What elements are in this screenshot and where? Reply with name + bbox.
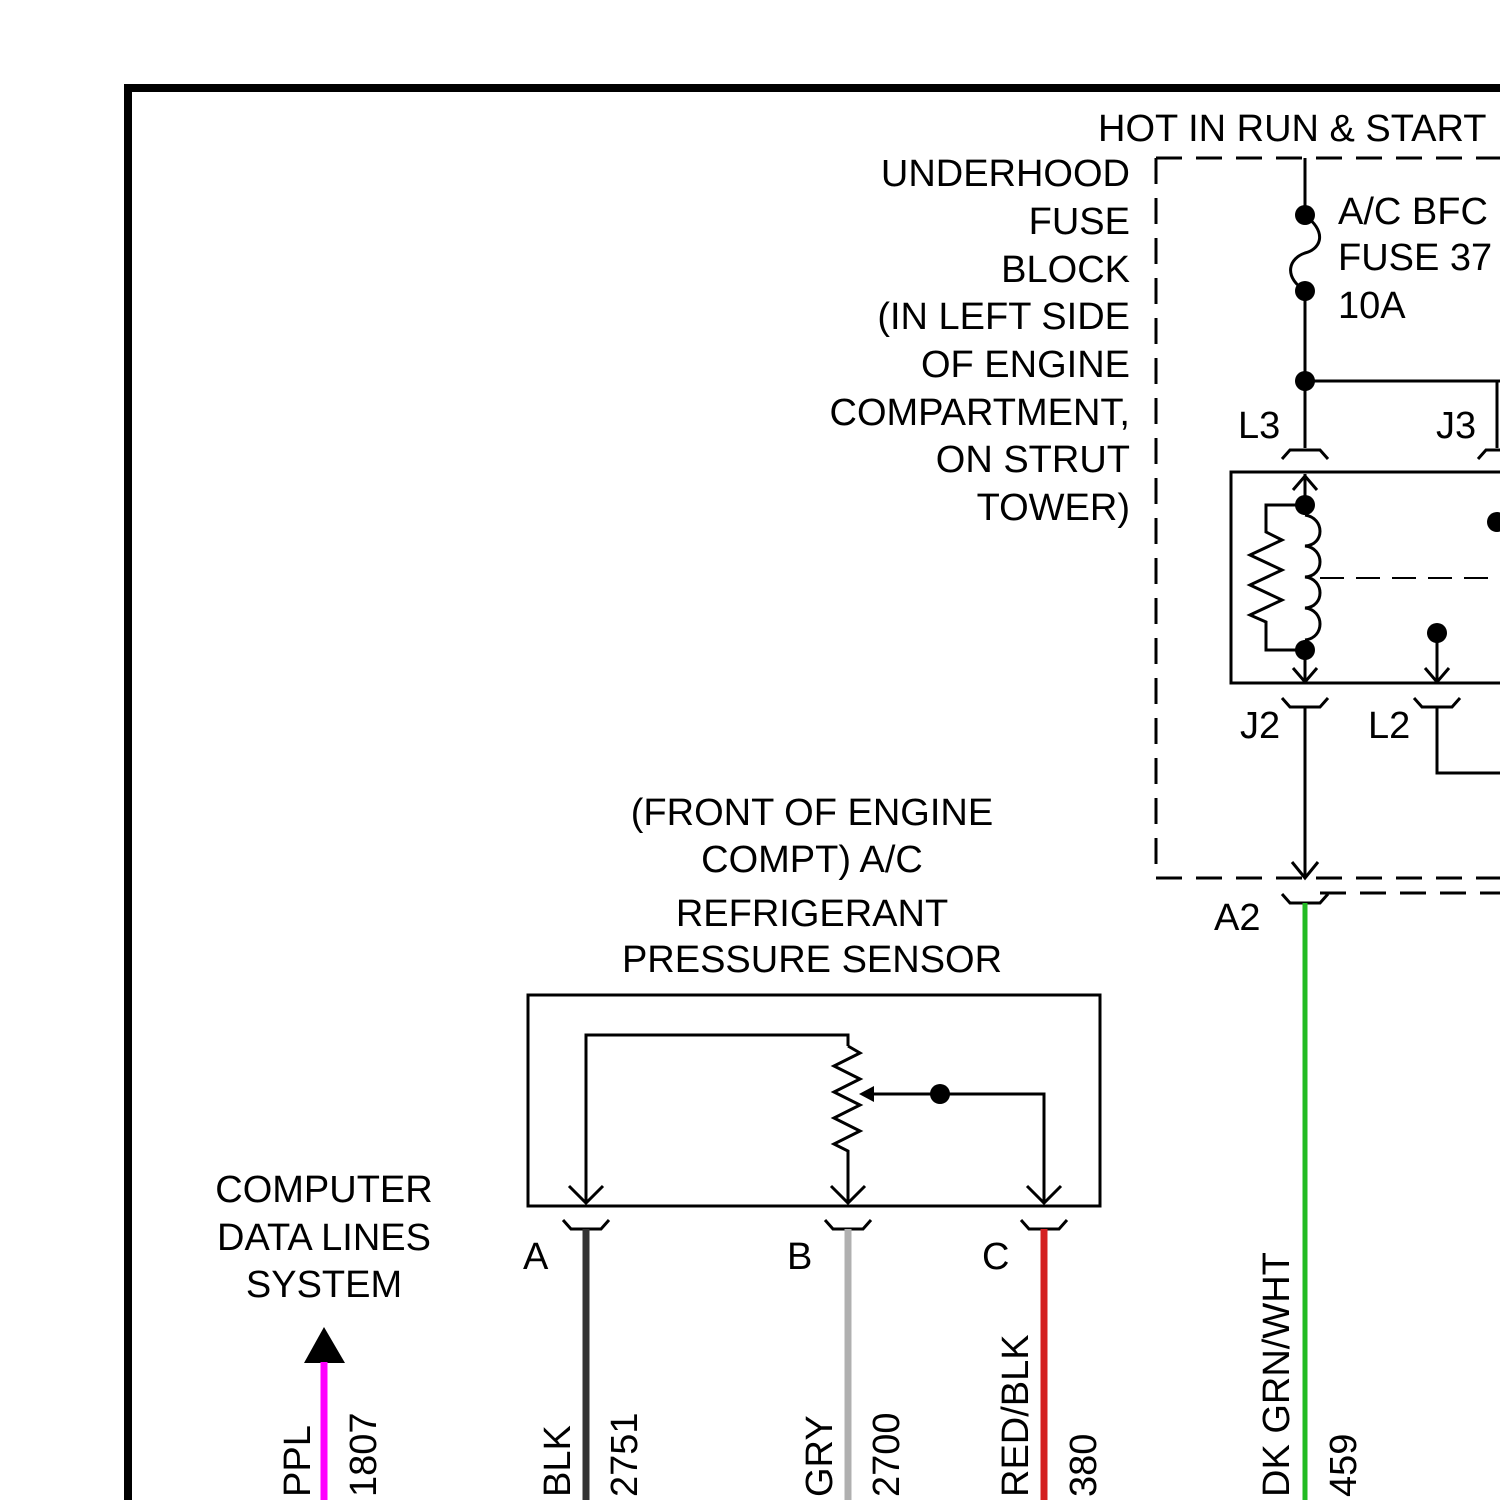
sensor-wiper-wire <box>874 1094 1044 1202</box>
sensor-pin-label-b: B <box>787 1236 812 1278</box>
fuse-block-label-line: (IN LEFT SIDE <box>877 296 1130 338</box>
connector-pin-b <box>825 1220 871 1229</box>
data-lines-label-line: SYSTEM <box>246 1264 402 1306</box>
fuse-block-label-line: COMPARTMENT, <box>830 392 1131 434</box>
pin-label-j2: J2 <box>1240 705 1280 747</box>
wire-color-label: RED/BLK <box>995 1334 1037 1497</box>
wire-circuit-label: 2700 <box>866 1412 908 1497</box>
fuse-label-line: A/C BFC <box>1338 191 1488 233</box>
pin-label-a2: A2 <box>1214 897 1260 939</box>
sensor-label-line: PRESSURE SENSOR <box>622 939 1002 981</box>
fuse-block-label-line: BLOCK <box>1001 249 1130 291</box>
pressure-sensor-box <box>528 995 1100 1206</box>
data-lines-label-line: DATA LINES <box>217 1217 431 1259</box>
wire-color-label: BLK <box>537 1425 579 1497</box>
sensor-label-line: (FRONT OF ENGINE <box>631 792 993 834</box>
connector-l2 <box>1414 698 1460 707</box>
fuse-block-label-line: TOWER) <box>977 487 1130 529</box>
data-lines-label-line: COMPUTER <box>215 1169 432 1211</box>
fuse-block-label-line: OF ENGINE <box>921 344 1130 386</box>
potentiometer-icon <box>834 1046 860 1202</box>
sensor-pin-a-internal-wire <box>586 1035 848 1202</box>
pin-label-l2: L2 <box>1368 705 1410 747</box>
connector-j3 <box>1478 450 1500 459</box>
pin-label-l3: L3 <box>1238 405 1280 447</box>
l2-output-wire <box>1437 707 1500 773</box>
wire-color-label: PPL <box>277 1425 319 1497</box>
connector-pin-c <box>1021 1220 1067 1229</box>
pin-label-j3: J3 <box>1436 405 1476 447</box>
fuse-block-label: UNDERHOOD FUSE BLOCK (IN LEFT SIDE OF EN… <box>830 153 1131 529</box>
wire-circuit-label: 2751 <box>604 1412 646 1497</box>
fuse-block-label-line: UNDERHOOD <box>881 153 1130 195</box>
fuse-block-label-line: ON STRUT <box>936 439 1130 481</box>
wire-circuit-label: 380 <box>1063 1434 1105 1497</box>
data-lines-label: COMPUTER DATA LINES SYSTEM <box>215 1169 432 1306</box>
fuse-label: A/C BFC FUSE 37 10A <box>1338 191 1492 327</box>
wire-color-label: DK GRN/WHT <box>1256 1252 1298 1497</box>
fuse-block-label-line: FUSE <box>1029 201 1130 243</box>
sensor-pin-label-a: A <box>523 1236 549 1278</box>
switch-contact-dot <box>1487 512 1500 532</box>
sensor-label-line: COMPT) A/C <box>701 839 923 881</box>
wire-color-label: GRY <box>799 1415 841 1497</box>
wiper-arrow-icon <box>859 1086 874 1102</box>
wire-circuit-label: 459 <box>1323 1434 1365 1497</box>
coil-resistor-icon <box>1250 505 1305 650</box>
sensor-wiper-dot <box>930 1084 950 1104</box>
fuse-label-line: 10A <box>1338 285 1406 327</box>
fuse-label-line: FUSE 37 <box>1338 237 1492 279</box>
data-lines-arrow-icon <box>304 1327 345 1363</box>
hot-in-run-start-label: HOT IN RUN & START <box>1098 108 1486 150</box>
connector-pin-a <box>563 1220 609 1229</box>
fuse-symbol <box>1291 215 1320 291</box>
connector-a2 <box>1282 894 1328 903</box>
wire-circuit-label: 1807 <box>343 1412 385 1497</box>
sensor-pin-label-c: C <box>982 1236 1009 1278</box>
connector-l3 <box>1282 450 1328 459</box>
connector-j2 <box>1282 698 1328 707</box>
sensor-label-line: REFRIGERANT <box>676 893 948 935</box>
sensor-label: (FRONT OF ENGINE COMPT) A/C REFRIGERANT … <box>622 792 1002 981</box>
